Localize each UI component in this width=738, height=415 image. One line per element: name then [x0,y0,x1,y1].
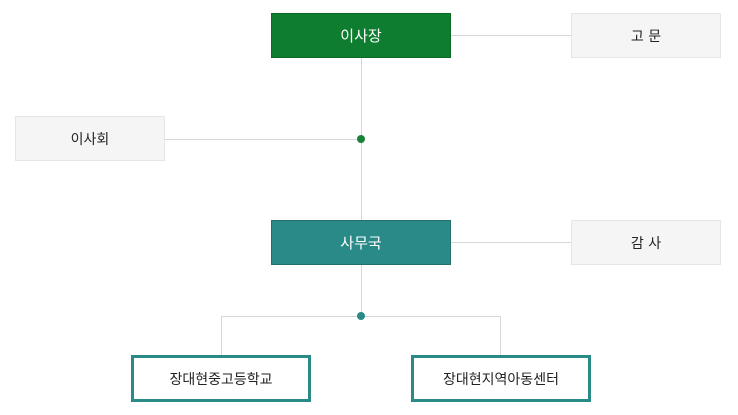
connector-board [164,139,361,140]
connector-secretariat-down [361,264,362,316]
node-board: 이사회 [15,116,165,161]
node-auditor: 감 사 [571,220,721,265]
connector-secretariat-to-auditor [450,242,571,243]
junction-dot-upper [357,135,365,143]
node-chairman: 이사장 [271,13,451,58]
node-high-school: 장대현중고등학교 [131,355,311,402]
junction-dot-lower [357,312,365,320]
node-secretariat: 사무국 [271,220,451,265]
connector-chairman-to-advisor [450,35,571,36]
node-advisor: 고 문 [571,13,721,58]
node-child-center: 장대현지역아동센터 [411,355,591,402]
connector-branch-right [500,316,501,356]
connector-branch-left [221,316,222,356]
